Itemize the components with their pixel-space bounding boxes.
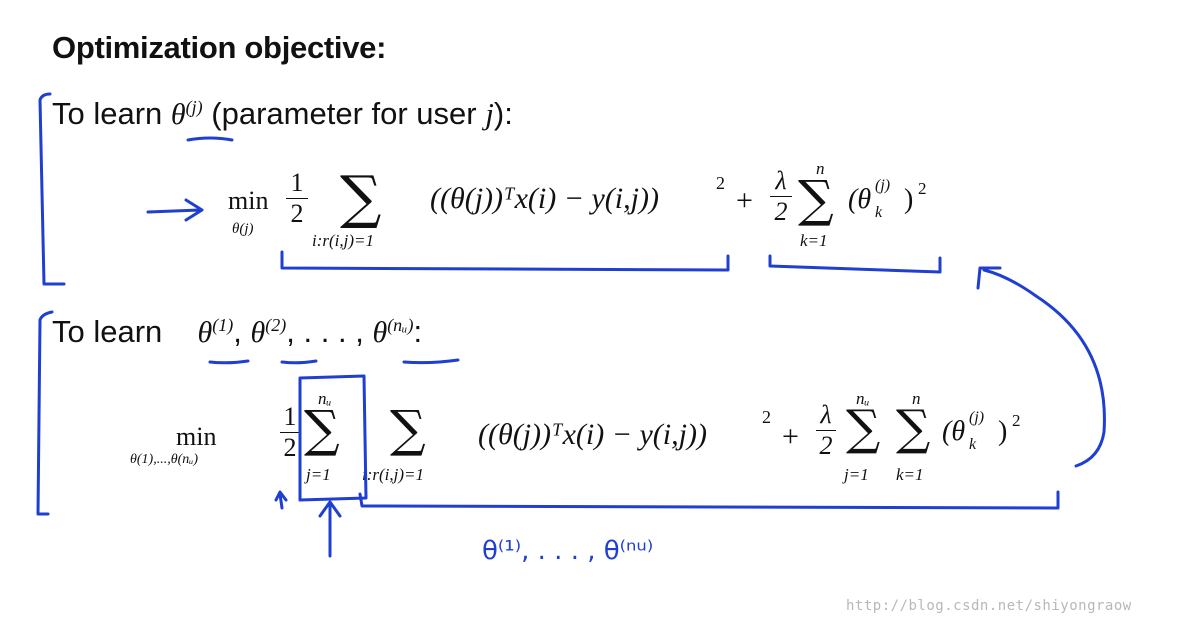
eq2-min: min (176, 422, 217, 451)
underbrace-eq-2 (358, 490, 1060, 510)
eq1-reg-theta: (θ (848, 184, 872, 215)
underline-theta-2 (280, 359, 318, 365)
theta-symbol: θ(j) (170, 97, 203, 131)
eq2-sum-reg-k-subscript: k=1 (896, 465, 924, 484)
eq2-plus: + (782, 420, 799, 453)
bracket-section-1 (38, 92, 66, 286)
arrow-up-box (318, 500, 342, 558)
eq2-sum-reg-k-superscript: n (912, 389, 921, 408)
eq1-plus: + (736, 184, 753, 217)
eq2-reg-superscript: (j) (969, 409, 985, 426)
line1-prefix: To learn (52, 96, 163, 131)
underline-theta-nu (402, 358, 460, 365)
eq1-reg-subscript: k (875, 204, 883, 221)
eq2-min-subscript: θ(1),...,θ(nᵤ) (130, 452, 199, 467)
watermark: http://blog.csdn.net/shiyongraow (846, 598, 1132, 614)
theta-nu: θ(nᵤ) (372, 315, 414, 349)
slide-heading: Optimization objective: (52, 30, 387, 65)
bracket-section-2 (36, 310, 54, 516)
handwritten-theta-range: θ⁽¹⁾, . . . , θ⁽ⁿᵘ⁾ (482, 536, 654, 566)
eq1-reg-close: ) (904, 184, 914, 215)
line2-dots: , . . . , (286, 314, 364, 349)
eq2-reg-close: ) (998, 416, 1008, 447)
eq2-sum-j-symbol: ∑ (304, 400, 340, 458)
eq1-sum-symbol: ∑ (340, 163, 382, 231)
line1-suffix: ): (493, 96, 513, 131)
theta-1: θ(1) (197, 315, 234, 349)
eq2-reg-theta: (θ (942, 416, 966, 447)
eq1-reg-sum-superscript: n (816, 159, 825, 178)
curved-link-arrow (976, 266, 1106, 468)
user-variable: j (485, 96, 494, 131)
eq1-squared-error: ((θ(j))ᵀx(i) − y(i,j)) (430, 182, 659, 215)
eq1-reg-sum-symbol: ∑ (798, 170, 834, 228)
line1-paren-text: (parameter for user (211, 96, 477, 131)
theta-2: θ(2) (250, 315, 287, 349)
eq1-min-subscript: θ(j) (232, 221, 254, 237)
eq1-min: min (228, 186, 269, 215)
objective-line-all-users: To learn θ(1), θ(2), . . . , θ(nᵤ): (52, 314, 423, 349)
eq1-reg-superscript: (j) (875, 177, 891, 194)
eq2-sum-reg-k-symbol: ∑ (896, 400, 931, 456)
underbrace-reg-1 (768, 254, 942, 274)
eq2-sum-reg-j-subscript: j=1 (844, 465, 869, 484)
line2-prefix: To learn (52, 314, 163, 349)
underline-theta-j (186, 136, 234, 142)
eq2-squared-error: ((θ(j))ᵀx(i) − y(i,j)) (478, 418, 707, 451)
line2-suffix: : (413, 314, 423, 349)
eq2-reg-exponent: 2 (1012, 411, 1021, 430)
eq2-sum-i-subscript: i:r(i,j)=1 (362, 465, 424, 484)
eq1-reg-sum-subscript: k=1 (800, 231, 828, 250)
arrow-equation-1 (146, 198, 204, 222)
box-sum-j (298, 374, 368, 502)
eq2-sum-i-symbol: ∑ (390, 400, 426, 458)
eq2-sum-reg-j-symbol: ∑ (846, 400, 881, 456)
eq1-sum-subscript: i:r(i,j)=1 (312, 231, 374, 250)
underbrace-sum-1 (280, 250, 730, 272)
eq1-squared-exponent: 2 (716, 173, 725, 193)
eq2-sum-j-superscript: nᵤ (318, 389, 332, 408)
eq2-sum-j-subscript: j=1 (306, 465, 331, 484)
arrow-small (274, 490, 288, 510)
underline-theta-1 (208, 359, 250, 365)
eq2-reg-subscript: k (969, 436, 977, 453)
eq1-reg-exponent: 2 (918, 179, 927, 198)
eq2-squared-exponent: 2 (762, 407, 771, 427)
objective-line-single-user: To learn θ(j) (parameter for user j): (52, 96, 513, 132)
eq2-sum-reg-j-superscript: nᵤ (856, 389, 870, 408)
